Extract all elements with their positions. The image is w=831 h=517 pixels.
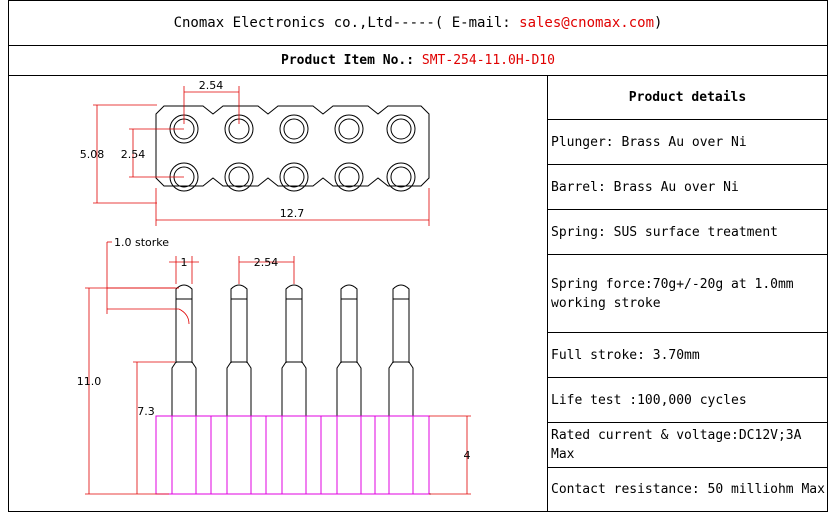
detail-contact-resistance: Contact resistance: 50 milliohm Max <box>551 482 825 497</box>
spec-sheet: Cnomax Electronics co.,Ltd-----( E-mail:… <box>8 0 828 512</box>
pin-4 <box>336 284 362 494</box>
top-view-dimensions <box>93 86 430 226</box>
details-title: Product details <box>548 76 827 120</box>
top-view-holes <box>169 114 416 192</box>
detail-life-test: Life test :100,000 cycles <box>548 378 827 423</box>
dim-insulator-height: 4 <box>464 449 471 462</box>
dim-body-height: 7.3 <box>137 405 155 418</box>
dim-tip: 1 <box>181 256 188 269</box>
dim-pitch-y: 2.54 <box>121 148 146 161</box>
side-view-pins <box>169 284 431 495</box>
product-details-table: Product details Plunger: Brass Au over N… <box>548 76 827 511</box>
technical-drawing: 2.54 5.08 2.54 12.7 <box>9 76 548 511</box>
pin-5 <box>388 284 414 494</box>
company-text: Cnomax Electronics co.,Ltd-----( E-mail: <box>173 15 520 31</box>
dim-height: 5.08 <box>80 148 105 161</box>
side-view-dimensions <box>85 241 471 495</box>
product-item-label: Product Item No.: <box>281 52 422 68</box>
company-header: Cnomax Electronics co.,Ltd-----( E-mail:… <box>9 1 827 46</box>
pin-1 <box>171 284 197 494</box>
top-view-outline <box>155 105 430 187</box>
email-link[interactable]: sales@cnomax.com <box>519 15 654 31</box>
dim-stroke: 1.0 storke <box>114 236 169 249</box>
pin-3 <box>281 284 307 494</box>
detail-plunger: Plunger: Brass Au over Ni <box>548 120 827 165</box>
dim-pin-pitch: 2.54 <box>254 256 279 269</box>
dim-pitch-x: 2.54 <box>199 79 224 92</box>
pin-2 <box>226 284 252 494</box>
detail-spring-force: Spring force:70g+/-20g at 1.0mm working … <box>548 255 827 333</box>
dim-width: 12.7 <box>280 207 305 220</box>
product-item-number: SMT-254-11.0H-D10 <box>421 52 555 68</box>
detail-full-stroke: Full stroke: 3.70mm <box>548 333 827 378</box>
detail-spring: Spring: SUS surface treatment <box>548 210 827 255</box>
top-view <box>155 105 430 192</box>
insulator <box>155 415 430 495</box>
header-close: ) <box>654 15 663 31</box>
product-item-row: Product Item No.: SMT-254-11.0H-D10 <box>9 45 827 76</box>
detail-barrel: Barrel: Brass Au over Ni <box>548 165 827 210</box>
drawing-svg: 2.54 5.08 2.54 12.7 <box>77 79 471 495</box>
detail-rated-current: Rated current & voltage:DC12V;3A Max <box>548 423 827 468</box>
dim-total-height: 11.0 <box>77 375 102 388</box>
